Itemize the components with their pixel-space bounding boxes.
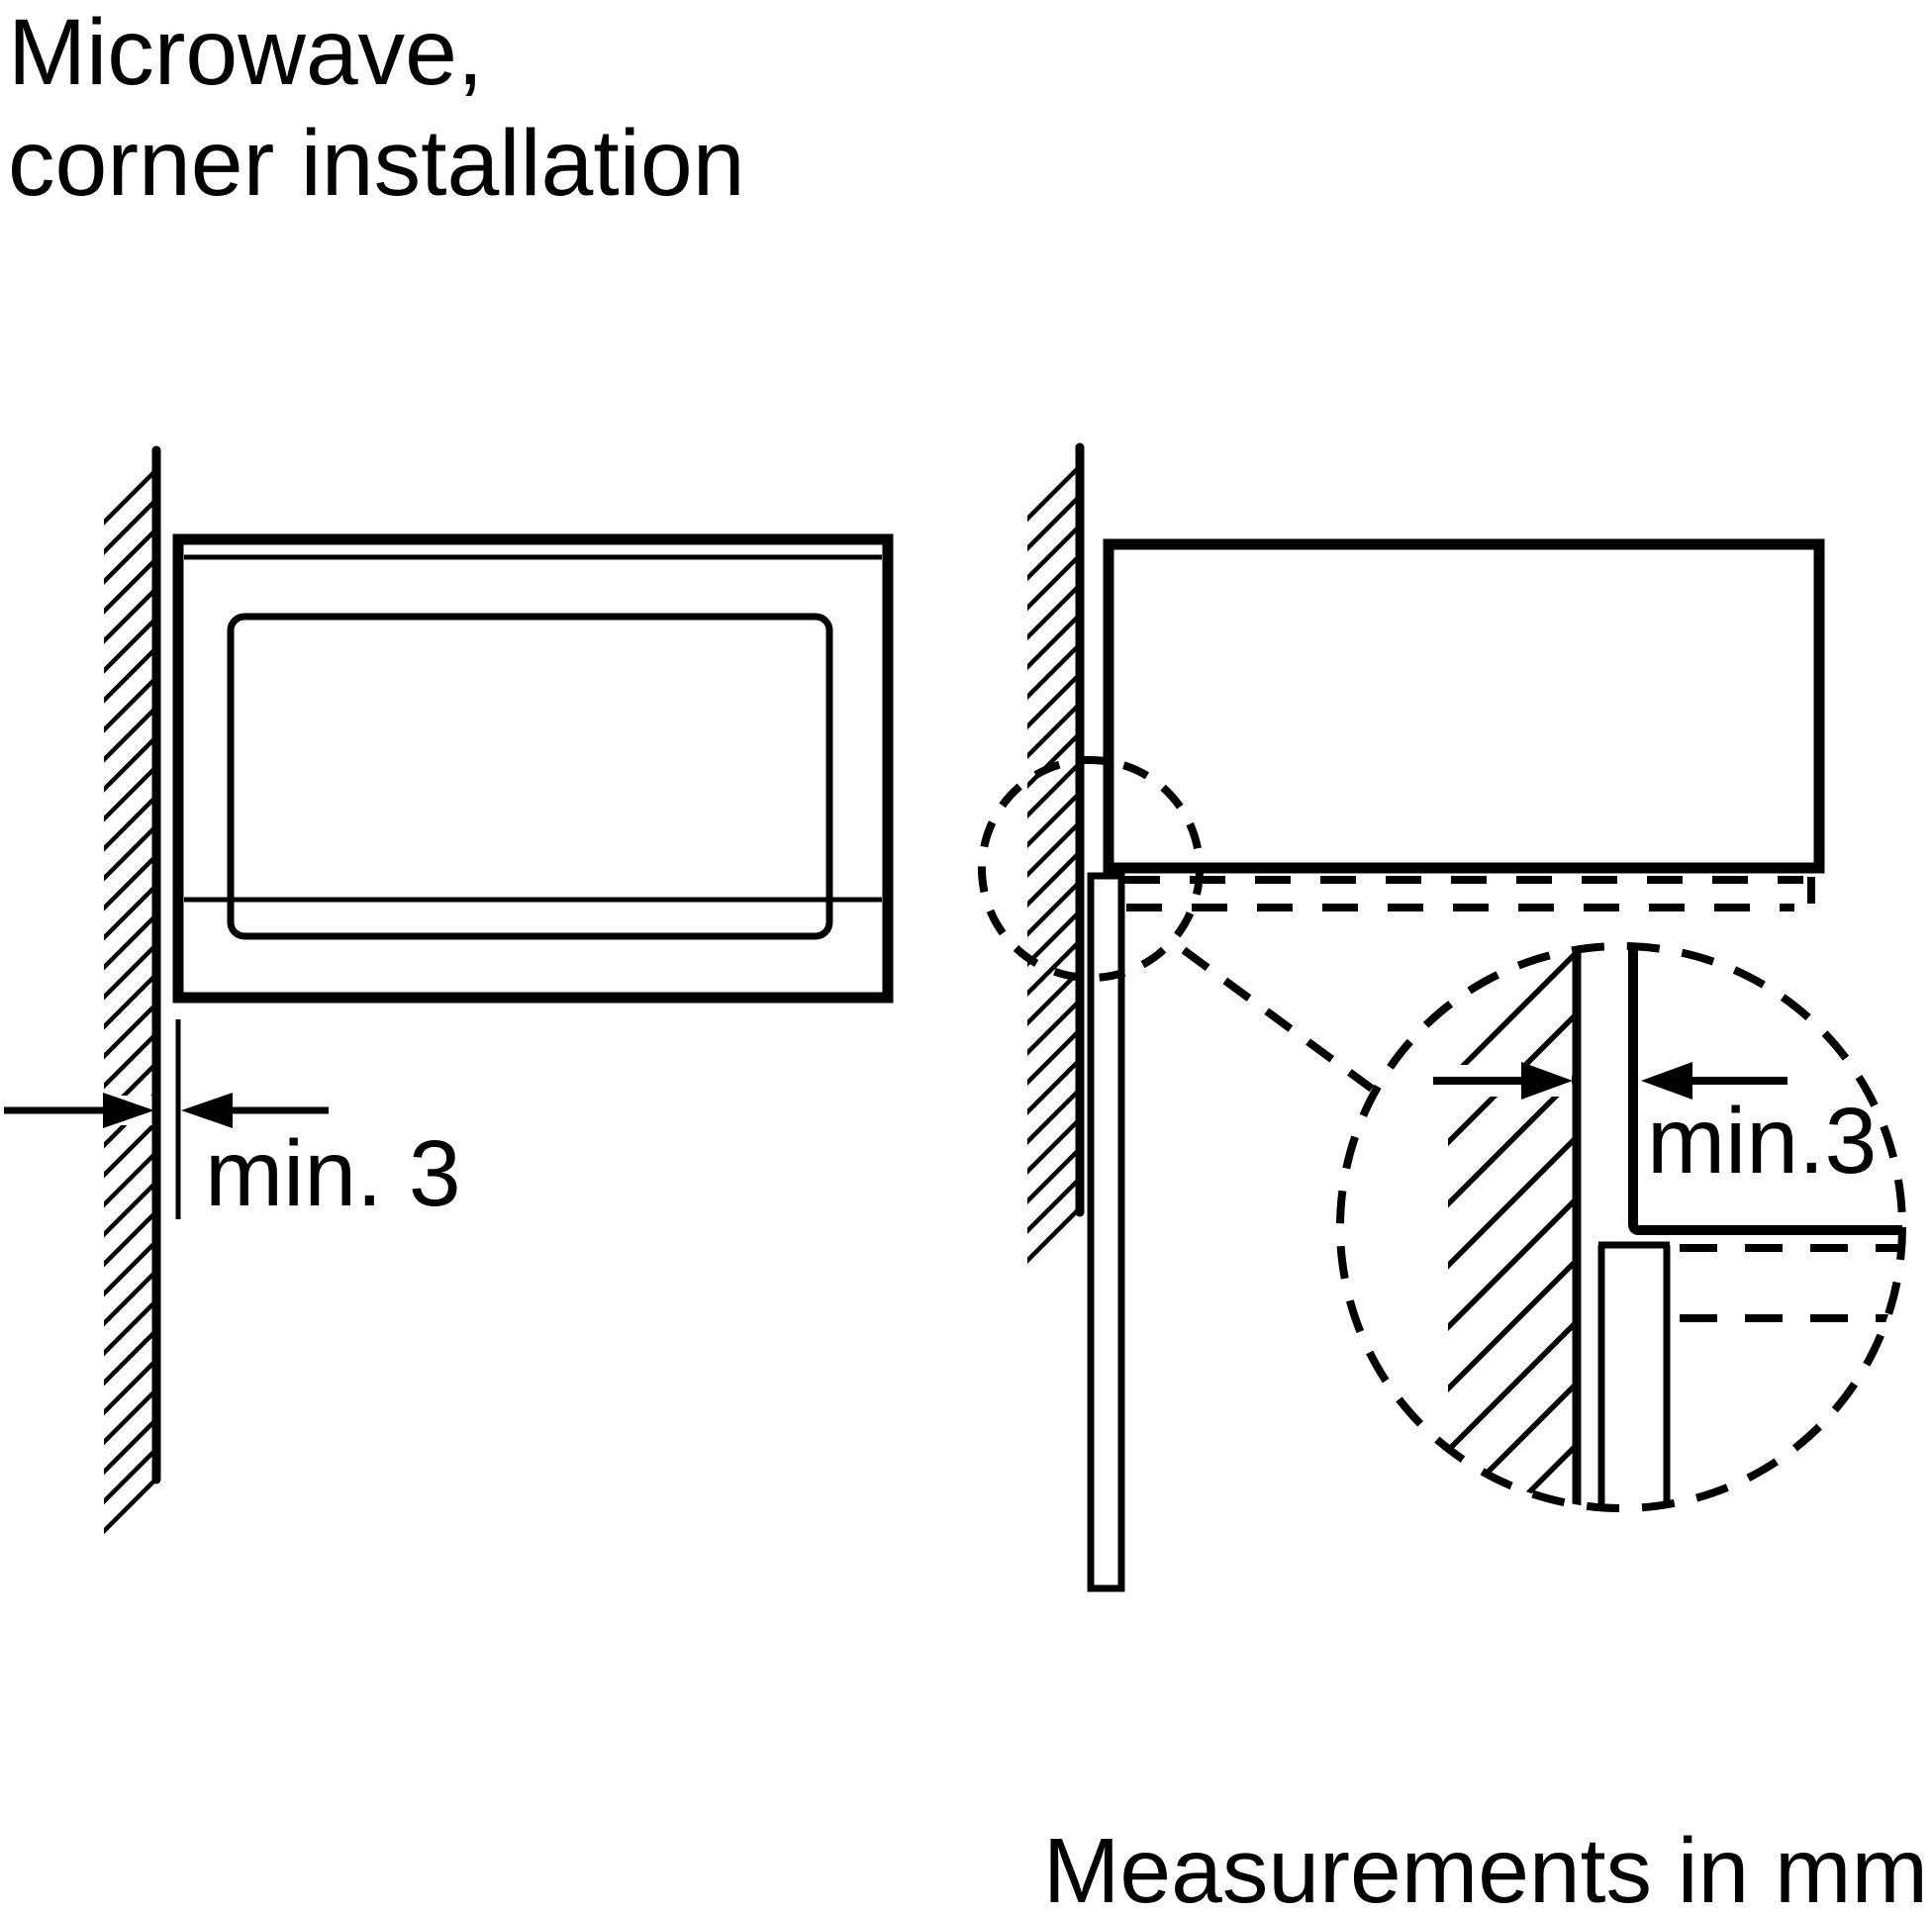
microwave-side-body	[1103, 538, 1825, 874]
arrowhead-left-icon	[1641, 1062, 1692, 1100]
detail-wall-hatch	[1448, 946, 1577, 1508]
dimension-arrow-left	[4, 1093, 154, 1128]
dimension-arrow-right	[181, 1093, 329, 1128]
front-view-diagram: min. 3	[2, 445, 894, 1535]
measurements-note: Measurements in mm	[1043, 1819, 1928, 1916]
microwave-door	[227, 613, 833, 940]
side-view-diagram	[978, 442, 1825, 1592]
detail-dimension-arrow-right	[1641, 1062, 1787, 1100]
detail-microwave-corner	[1628, 946, 1902, 1235]
wall-hatch-side	[1027, 453, 1080, 1280]
arrowhead-right-icon	[1521, 1062, 1573, 1100]
arrowhead-left-icon	[181, 1093, 233, 1128]
detail-source-circle	[978, 756, 1204, 982]
arrowhead-right-icon	[103, 1093, 154, 1128]
trim-strip	[1087, 872, 1125, 1592]
dimension-label-detail: min.3	[1647, 1089, 1877, 1194]
detail-magnifier-circle	[1336, 942, 1906, 1512]
detail-trim-strip	[1597, 1241, 1671, 1508]
detail-dimension-arrow-left	[1433, 1062, 1573, 1100]
page-title-line2: corner installation	[8, 111, 745, 216]
dimension-label-front: min. 3	[205, 1121, 461, 1226]
wall-hatch-front	[104, 453, 156, 1535]
page-title: Microwave, corner installation	[8, 0, 745, 216]
page-title-line1: Microwave,	[8, 0, 483, 105]
detail-leader-line	[1181, 946, 1375, 1093]
microwave-front-body	[172, 533, 894, 1004]
